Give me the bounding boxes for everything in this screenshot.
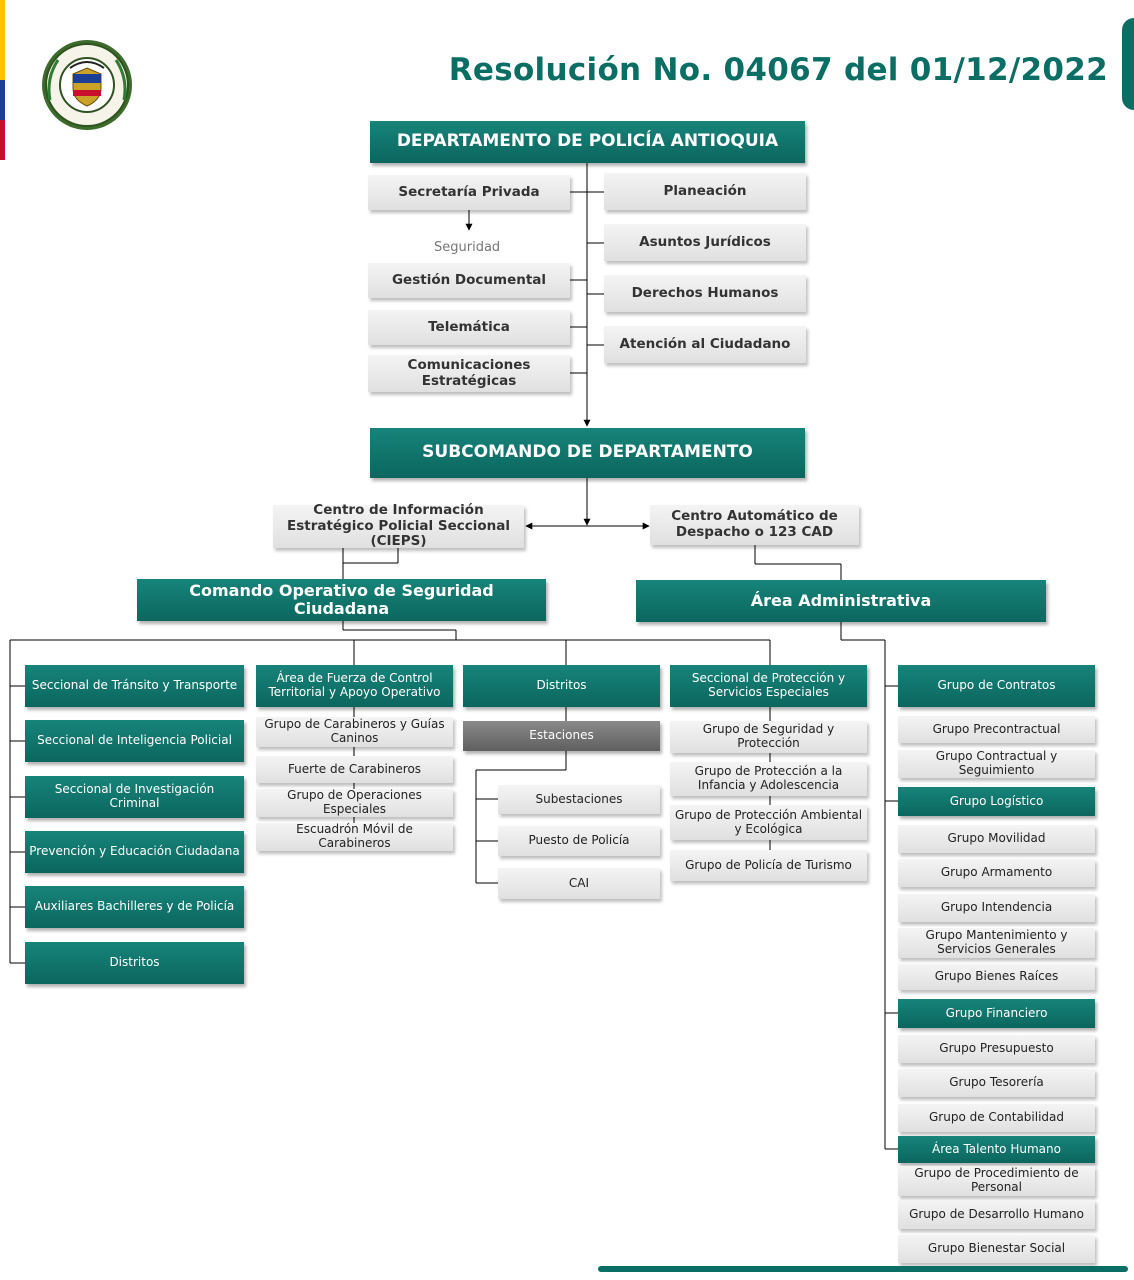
grupo-presupuesto: Grupo Presupuesto [898,1035,1095,1063]
unit-planeacion: Planeación [604,173,806,210]
resolution-title: Resolución No. 04067 del 01/12/2022 [448,52,1108,88]
seccional-investigacion: Seccional de Investigación Criminal [25,776,244,818]
distritos-box: Distritos [463,665,660,707]
cai-box: CAI [498,868,660,899]
grupo-precontractual: Grupo Precontractual [898,716,1095,743]
unit-atencion-ciudadano: Atención al Ciudadano [604,326,806,363]
fuerte-carabineros: Fuerte de Carabineros [256,756,453,783]
area-administrativa-box: Área Administrativa [636,580,1046,622]
grupo-policia-turismo: Grupo de Policía de Turismo [670,850,867,881]
grupo-intendencia: Grupo Intendencia [898,894,1095,922]
seccional-inteligencia: Seccional de Inteligencia Policial [25,720,244,762]
escuadron-movil-carabineros: Escuadrón Móvil de Carabineros [256,822,453,851]
flag-red-band [0,120,5,160]
grupo-procedimiento-personal: Grupo de Procedimiento de Personal [898,1166,1095,1196]
grupo-desarrollo-humano: Grupo de Desarrollo Humano [898,1200,1095,1229]
grupo-proteccion-infancia: Grupo de Protección a la Infancia y Adol… [670,762,867,796]
grupo-armamento: Grupo Armamento [898,859,1095,887]
grupo-operaciones-especiales: Grupo de Operaciones Especiales [256,788,453,817]
grupo-carabineros-guias: Grupo de Carabineros y Guías Caninos [256,717,453,747]
flag-blue-band [0,80,5,120]
area-fuerza-control-box: Área de Fuerza de Control Territorial y … [256,665,453,707]
footer-accent-bar [598,1266,1128,1272]
grupo-movilidad: Grupo Movilidad [898,825,1095,853]
unit-asuntos-juridicos: Asuntos Jurídicos [604,224,806,261]
seccional-proteccion-box: Seccional de Protección y Servicios Espe… [670,665,867,707]
cad-box: Centro Automático de Despacho o 123 CAD [650,505,859,545]
unit-comunicaciones-estrategicas: Comunicaciones Estratégicas [368,355,570,392]
grupo-contractual-seguimiento: Grupo Contractual y Seguimiento [898,749,1095,778]
seccional-transito: Seccional de Tránsito y Transporte [25,665,244,707]
subestaciones-box: Subestaciones [498,785,660,814]
distritos-seccional: Distritos [25,942,244,984]
subcomando-box: SUBCOMANDO DE DEPARTAMENTO [370,428,805,478]
puesto-policia-box: Puesto de Policía [498,826,660,856]
colombia-flag-strip [0,0,5,160]
grupo-proteccion-ambiental: Grupo de Protección Ambiental y Ecológic… [670,805,867,840]
seguridad-label: Seguridad [434,240,501,255]
unit-derechos-humanos: Derechos Humanos [604,275,806,312]
grupo-mantenimiento: Grupo Mantenimiento y Servicios Generale… [898,928,1095,958]
flag-yellow-band [0,0,5,80]
corner-tab [1122,18,1134,110]
auxiliares-bachilleres: Auxiliares Bachilleres y de Policía [25,886,244,928]
estaciones-box: Estaciones [463,721,660,751]
unit-telematica: Telemática [368,310,570,345]
grupo-bienestar-social: Grupo Bienestar Social [898,1235,1095,1263]
cieps-box: Centro de Información Estratégico Polici… [273,502,524,549]
grupo-tesoreria: Grupo Tesorería [898,1069,1095,1097]
policia-nacional-seal-icon [42,40,132,130]
grupo-contratos: Grupo de Contratos [898,665,1095,707]
grupo-contabilidad: Grupo de Contabilidad [898,1104,1095,1132]
area-talento-humano: Área Talento Humano [898,1136,1095,1163]
grupo-financiero: Grupo Financiero [898,999,1095,1028]
grupo-seguridad-proteccion: Grupo de Seguridad y Protección [670,721,867,753]
comando-operativo-box: Comando Operativo de Seguridad Ciudadana [137,579,546,621]
unit-gestion-documental: Gestión Documental [368,263,570,298]
prevencion-educacion: Prevención y Educación Ciudadana [25,831,244,873]
grupo-logistico: Grupo Logístico [898,787,1095,816]
unit-secretaria-privada: Secretaría Privada [368,175,570,210]
grupo-bienes-raices: Grupo Bienes Raíces [898,964,1095,990]
department-box: DEPARTAMENTO DE POLICÍA ANTIOQUIA [370,121,805,163]
